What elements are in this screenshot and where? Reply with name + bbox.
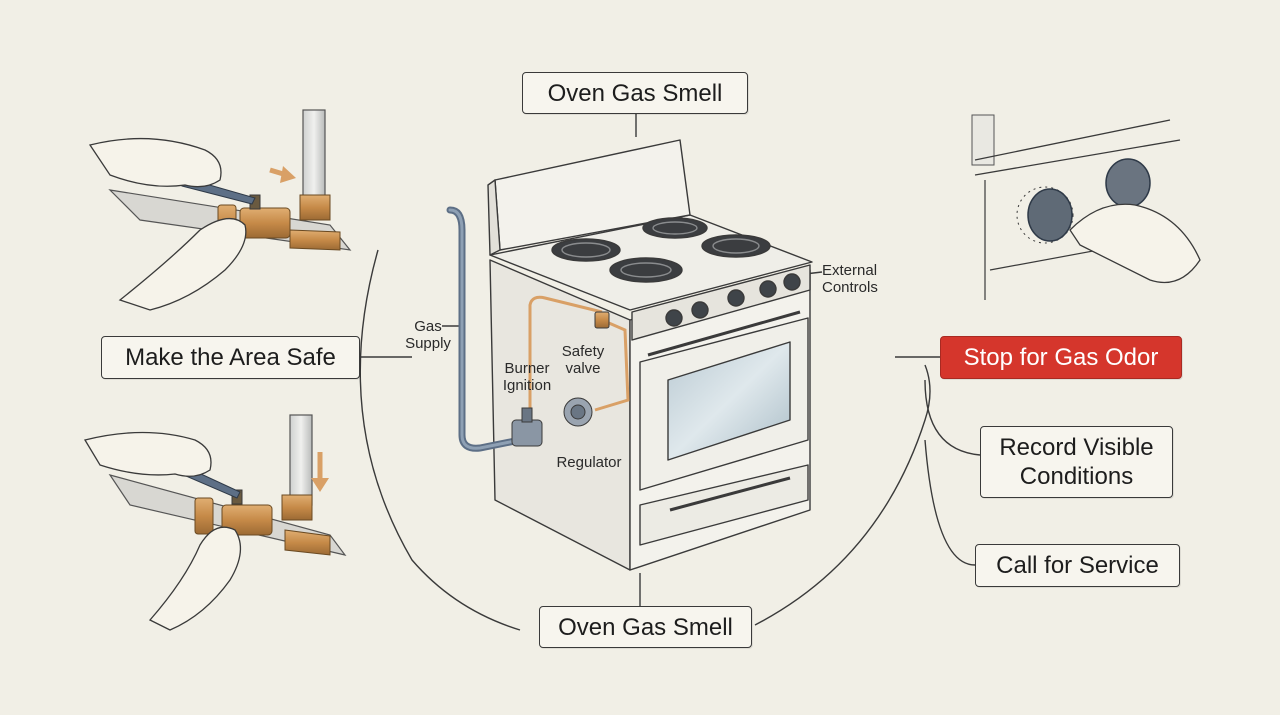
title-top-label: Oven Gas Smell xyxy=(547,79,723,107)
regulator-icon xyxy=(511,311,610,447)
callout-burner-ignition: Burner Ignition xyxy=(502,360,552,394)
step-stop-for-gas-odor: Stop for Gas Odor xyxy=(940,336,1182,379)
title-bottom-label: Oven Gas Smell xyxy=(558,613,733,641)
callout-gas-supply: Gas Supply xyxy=(405,318,451,352)
callout-regulator: Regulator xyxy=(556,454,622,471)
hand-valve-close-icon xyxy=(83,414,347,631)
gas-line-group xyxy=(446,206,630,452)
flow-arc-lines xyxy=(359,112,981,631)
callout-external-controls: External Controls xyxy=(822,262,878,296)
callout-safety-valve: Safety valve xyxy=(561,343,605,377)
step-make-area-safe-label: Make the Area Safe xyxy=(125,344,336,371)
title-box-bottom: Oven Gas Smell xyxy=(539,606,752,648)
hand-valve-open-icon xyxy=(88,109,352,311)
title-box-top: Oven Gas Smell xyxy=(522,72,748,114)
step-stop-for-gas-odor-label: Stop for Gas Odor xyxy=(963,344,1159,371)
stove-icon xyxy=(487,74,813,571)
step-call-for-service-label: Call for Service xyxy=(996,552,1159,579)
step-record-conditions-label: Record Visible Conditions xyxy=(999,434,1154,490)
step-call-for-service: Call for Service xyxy=(975,544,1180,587)
hand-knob-turn-icon xyxy=(971,114,1201,300)
step-make-area-safe: Make the Area Safe xyxy=(101,336,360,379)
step-record-conditions: Record Visible Conditions xyxy=(980,426,1173,498)
